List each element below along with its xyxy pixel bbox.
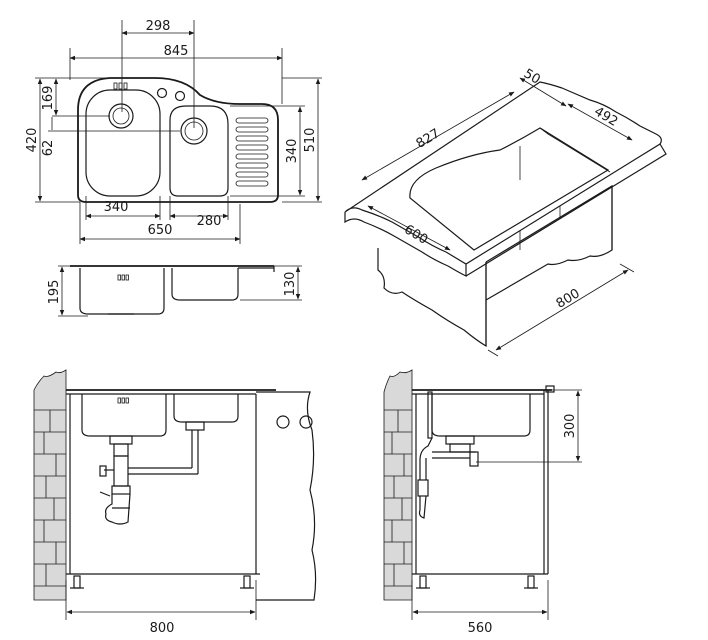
front-siphon [99, 421, 205, 525]
dim-800-front: 800 [150, 621, 175, 636]
dim-845: 845 [164, 44, 189, 59]
dim-62: 62 [41, 140, 56, 157]
iso-view: 50 492 827 600 800 [344, 66, 667, 357]
front-brick-wall [33, 369, 67, 601]
tap-hole-2 [174, 90, 186, 102]
iso-countertop [344, 81, 662, 265]
drainboard-ribs [235, 117, 269, 187]
dim-560: 560 [468, 621, 493, 636]
iso-cabinet-left [377, 248, 487, 348]
dim-340-bottom: 340 [104, 200, 129, 215]
front-back-wall [256, 391, 317, 601]
dim-50: 50 [521, 66, 543, 87]
sink-outline [77, 77, 279, 203]
front-cabinet-view: 800 [33, 369, 317, 636]
dim-800-iso: 800 [554, 286, 583, 312]
dim-298: 298 [146, 19, 171, 34]
dim-340-right: 340 [285, 139, 300, 164]
plan-view: 298 845 420 169 62 340 510 340 280 [25, 19, 322, 244]
dim-300: 300 [563, 414, 578, 439]
front-left-bowl [81, 394, 167, 437]
dim-510: 510 [303, 128, 318, 153]
dim-280: 280 [197, 214, 222, 229]
iso-cabinet-back [485, 184, 613, 301]
side-brick-wall [383, 369, 413, 601]
dim-420: 420 [25, 128, 40, 153]
side-cabinet-bowl [431, 394, 531, 437]
dim-650: 650 [148, 223, 173, 238]
right-bowl [169, 105, 229, 197]
side-cabinet-view: 300 560 [383, 369, 582, 636]
side-view: 195 130 [47, 265, 302, 317]
dim-130: 130 [283, 272, 298, 297]
side-right-bowl [171, 268, 239, 301]
side-siphon [417, 435, 479, 519]
dim-169: 169 [41, 86, 56, 111]
left-bowl [85, 89, 161, 197]
dim-827: 827 [414, 126, 443, 152]
dim-195: 195 [47, 280, 62, 305]
tap-hole-1 [156, 87, 168, 99]
front-right-bowl [173, 394, 239, 423]
